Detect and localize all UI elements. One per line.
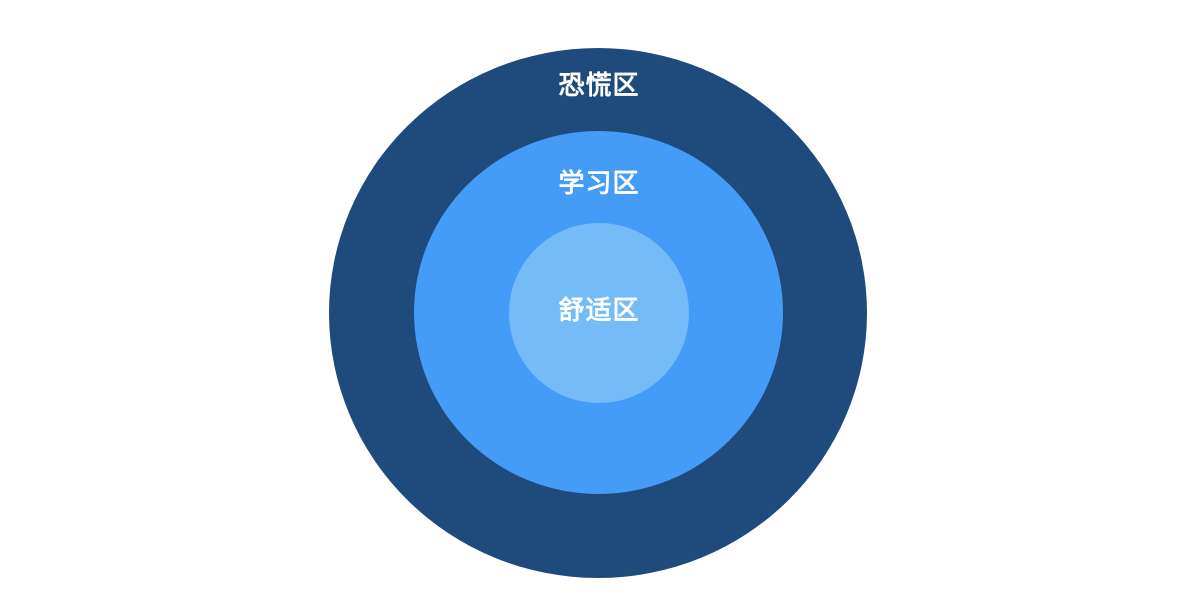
learning-zone-label: 学习区	[558, 169, 640, 199]
panic-zone-label: 恐慌区	[558, 71, 640, 101]
comfort-zone-label: 舒适区	[558, 296, 640, 326]
comfort-zone-circle	[509, 223, 689, 403]
